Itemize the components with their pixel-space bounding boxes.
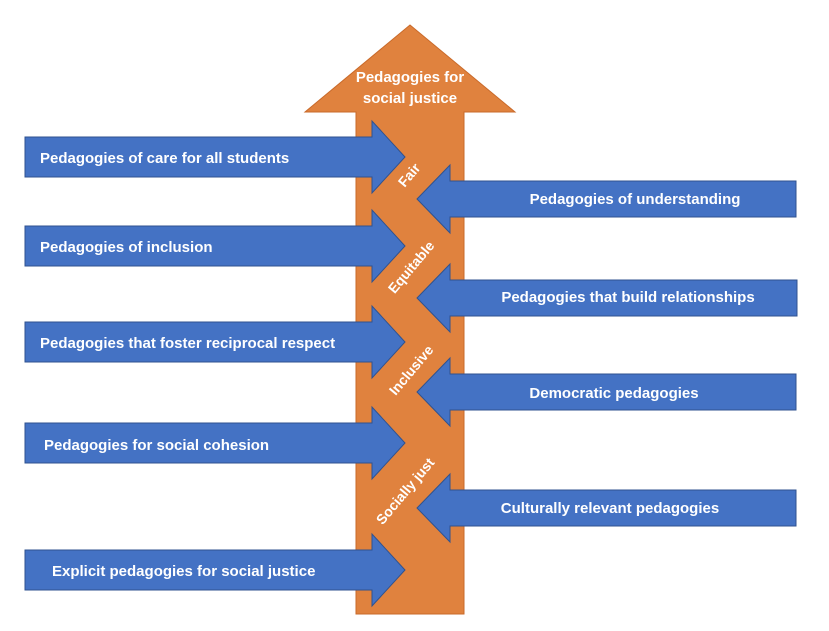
right-arrow-label: Democratic pedagogies: [529, 385, 698, 402]
left-arrow-label: Pedagogies of care for all students: [40, 150, 289, 167]
left-arrow-label: Explicit pedagogies for social justice: [52, 563, 315, 580]
left-arrow-label: Pedagogies that foster reciprocal respec…: [40, 335, 335, 352]
right-arrow-label: Pedagogies that build relationships: [501, 289, 754, 306]
right-arrow-democratic: Democratic pedagogies: [416, 356, 797, 428]
right-arrow-label: Culturally relevant pedagogies: [501, 500, 719, 517]
right-arrow-relationships: Pedagogies that build relationships: [416, 262, 798, 334]
left-arrow-label: Pedagogies of inclusion: [40, 239, 213, 256]
right-arrow-label: Pedagogies of understanding: [530, 191, 741, 208]
right-arrow-culturally: Culturally relevant pedagogies: [416, 472, 797, 544]
right-arrow-understanding: Pedagogies of understanding: [416, 163, 797, 235]
left-arrow-care: Pedagogies of care for all students: [24, 119, 406, 195]
left-arrow-cohesion: Pedagogies for social cohesion: [24, 405, 406, 481]
left-arrow-label: Pedagogies for social cohesion: [44, 437, 269, 454]
left-arrow-inclusion: Pedagogies of inclusion: [24, 208, 406, 284]
trunk-title-line2: social justice: [363, 90, 457, 107]
left-arrow-respect: Pedagogies that foster reciprocal respec…: [24, 304, 406, 380]
trunk-title-line1: Pedagogies for: [356, 69, 465, 86]
left-arrow-explicit: Explicit pedagogies for social justice: [24, 532, 406, 608]
